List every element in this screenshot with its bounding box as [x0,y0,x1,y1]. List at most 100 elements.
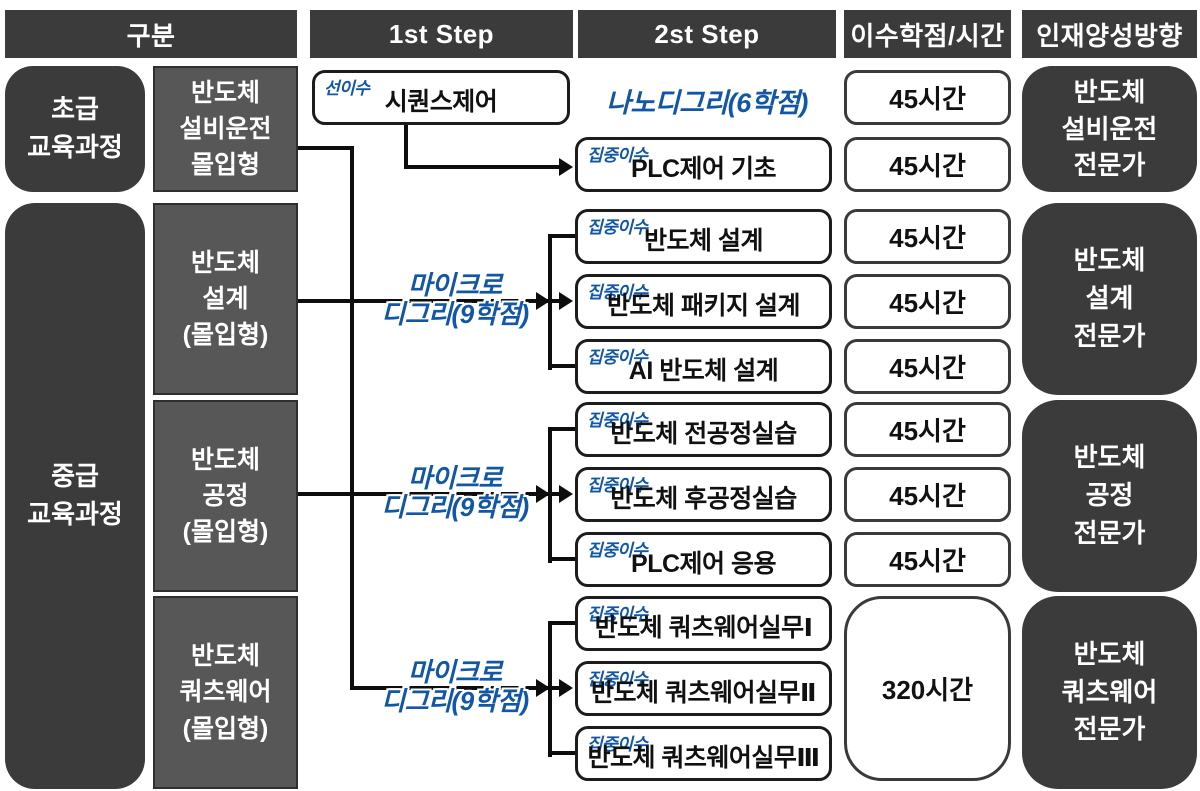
outcome-process: 반도체 공정 전문가 [1022,400,1197,592]
level-beginner-line2: 교육과정 [27,132,123,162]
level-intermediate-line1: 중급 [51,461,99,492]
arrowhead-process-branch [536,485,550,503]
hours-box: 45시간 [844,274,1011,329]
hours-box: 45시간 [844,467,1011,522]
category-process-line3: (몰입형) [182,518,269,547]
connector-quartzware-stub-mid [552,686,561,690]
outcome-equipment: 반도체 설비운전 전문가 [1022,66,1197,192]
level-beginner-line1: 초급 [51,94,99,125]
category-design-line3: (몰입형) [182,321,269,350]
course-tag: 집중이수 [587,670,648,689]
level-intermediate-line2: 교육과정 [27,499,123,529]
degree-label-micro-process: 마이크로 디그리(9학점) [360,464,550,522]
course-tag: 집중이수 [587,218,648,237]
header-step2: 2st Step [578,10,836,58]
course-title: 반도체 설계 [644,227,763,255]
category-equipment: 반도체 설비운전 몰입형 [153,66,298,192]
category-equipment-line1: 반도체 [190,78,260,107]
course-tag: 집중이수 [587,411,648,430]
degree-process-line1: 마이크로 [408,463,502,493]
course-title: 반도체 전공정실습 [610,420,797,448]
course-tag: 집중이수 [587,476,648,495]
course-title: 반도체 쿼츠웨어실무Ⅲ [587,744,820,772]
arrowhead-quartzware-mid [559,679,573,697]
hours-box-quartzware-total: 320시간 [844,596,1011,781]
connector-prereq-down [404,125,408,169]
course-title: AI 반도체 설계 [628,357,779,385]
category-process-line2: 공정 [202,481,249,510]
degree-label-micro-quartzware: 마이크로 디그리(9학점) [360,658,550,716]
header-step1: 1st Step [310,10,573,58]
course-tag: 집중이수 [587,605,648,624]
category-quartzware-line2: 쿼츠웨어 [179,678,272,707]
course-title: 반도체 쿼츠웨어실무Ⅱ [591,679,816,707]
hours-box: 45시간 [844,402,1011,457]
category-design: 반도체 설계 (몰입형) [153,203,298,395]
course-ai-design: 집중이수 AI 반도체 설계 [575,339,832,394]
outcome-design-line1: 반도체 [1073,245,1146,276]
connector-process-bracket [548,427,552,563]
course-tag: 집중이수 [587,283,648,302]
header-category: 구분 [5,10,297,58]
course-semiconductor-design: 집중이수 반도체 설계 [575,209,832,264]
connector-design-branch [296,299,550,303]
degree-quartzware-line1: 마이크로 [408,657,502,687]
hours-box: 45시간 [844,137,1011,192]
category-design-line2: 설계 [202,284,249,313]
outcome-design: 반도체 설계 전문가 [1022,203,1197,395]
degree-design-line2: 디그리(9학점) [381,299,529,329]
course-plc-basic: 집중이수 PLC제어 기초 [575,137,832,192]
arrowhead-design-branch [536,292,550,310]
hours-box: 45시간 [844,339,1011,394]
connector-quartzware-stub-top [550,621,575,625]
arrowhead-prereq [559,158,573,176]
course-quartzware-1: 집중이수 반도체 쿼츠웨어실무Ⅰ [575,596,832,651]
connector-design-stub-mid [552,299,561,303]
degree-process-line2: 디그리(9학점) [381,492,529,522]
degree-label-micro-design: 마이크로 디그리(9학점) [360,271,550,329]
course-front-process: 집중이수 반도체 전공정실습 [575,402,832,457]
degree-label-nano: 나노디그리(6학점) [606,88,808,118]
header-direction: 인재양성방향 [1022,10,1197,58]
course-title: 반도체 쿼츠웨어실무Ⅰ [594,614,813,642]
connector-process-branch [296,492,550,496]
outcome-design-line2: 설계 [1085,283,1134,314]
category-quartzware: 반도체 쿼츠웨어 (몰입형) [153,596,298,789]
course-tag: 선이수 [324,79,370,98]
connector-process-stub-top [550,427,575,431]
level-beginner: 초급 교육과정 [5,66,145,192]
course-tag: 집중이수 [587,146,648,165]
connector-design-stub-bottom [550,364,575,368]
outcome-equipment-line2: 설비운전 [1061,113,1158,144]
degree-design-line1: 마이크로 [408,270,502,300]
arrowhead-design-mid [559,292,573,310]
category-equipment-line3: 몰입형 [190,151,260,180]
outcome-process-line3: 전문가 [1073,517,1146,548]
outcome-equipment-line3: 전문가 [1073,150,1146,181]
connector-process-stub-bottom [550,557,575,561]
connector-quartzware-branch [350,686,550,690]
arrowhead-process-mid [559,485,573,503]
outcome-quartzware-line3: 전문가 [1073,714,1146,745]
header-hours: 이수학점/시간 [844,10,1011,58]
hours-box: 45시간 [844,532,1011,587]
connector-quartzware-stub-bottom [550,751,575,755]
category-quartzware-line3: (몰입형) [182,714,269,743]
degree-quartzware-line2: 디그리(9학점) [381,686,529,716]
hours-box: 45시간 [844,70,1011,125]
course-plc-advanced: 집중이수 PLC제어 응용 [575,532,832,587]
course-back-process: 집중이수 반도체 후공정실습 [575,467,832,522]
category-process-line1: 반도체 [190,445,260,474]
outcome-design-line3: 전문가 [1073,320,1146,351]
outcome-quartzware-line1: 반도체 [1073,638,1146,669]
outcome-process-line2: 공정 [1085,480,1134,511]
course-quartzware-2: 집중이수 반도체 쿼츠웨어실무Ⅱ [575,661,832,716]
course-sequence-control: 선이수 시퀀스제어 [312,70,570,125]
course-title: 반도체 패키지 설계 [607,292,800,320]
arrowhead-quartzware-branch [536,679,550,697]
course-quartzware-3: 집중이수 반도체 쿼츠웨어실무Ⅲ [575,726,832,781]
course-title: 시퀀스제어 [384,88,498,116]
connector-process-stub-mid [552,492,561,496]
course-title: PLC제어 응용 [631,550,776,578]
